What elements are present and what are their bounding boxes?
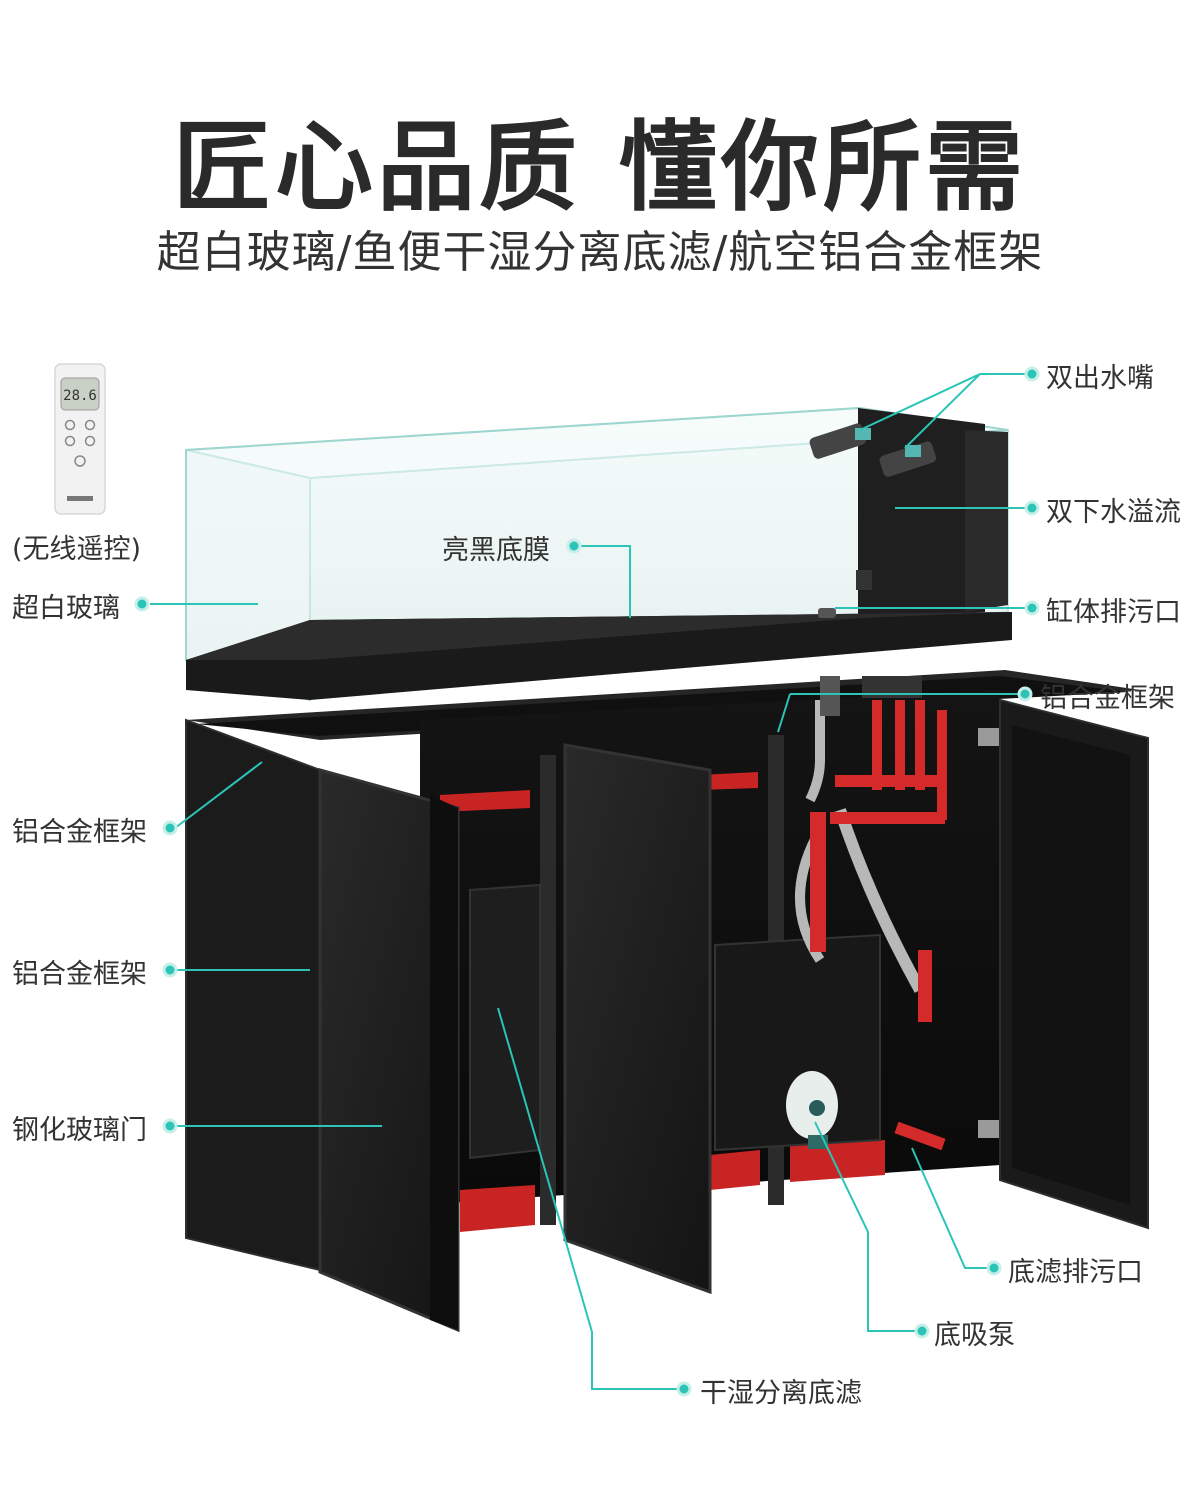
aquarium-tank: [185, 406, 1012, 702]
label-sump-filter: 干湿分离底滤: [700, 1378, 862, 1409]
label-tank-drain: 缸体排污口: [1046, 597, 1181, 628]
callout-dots: [134, 366, 1040, 1397]
page-title: 匠心品质 懂你所需: [172, 111, 1028, 225]
label-frame-left-2: 铝合金框架: [12, 959, 147, 990]
aquarium-cabinet: [185, 670, 1149, 1333]
page-subtitle: 超白玻璃/鱼便干湿分离底滤/航空铝合金框架: [156, 227, 1044, 278]
callout-lines: [150, 373, 1030, 1390]
remote-display: 28.6: [63, 388, 97, 404]
label-sump-drain: 底滤排污口: [1008, 1257, 1143, 1288]
remote-control: [54, 363, 106, 515]
label-dual-overflow: 双下水溢流: [1046, 497, 1181, 528]
label-tempered-glass-door: 钢化玻璃门: [12, 1115, 147, 1146]
remote-caption: (无线遥控): [12, 534, 142, 565]
label-frame-left-1: 铝合金框架: [12, 817, 147, 848]
label-ultra-clear-glass: 超白玻璃: [12, 593, 120, 624]
label-frame-top-right: 铝合金框架: [1040, 683, 1175, 714]
label-bottom-pump: 底吸泵: [934, 1320, 1015, 1351]
label-black-film: 亮黑底膜: [442, 535, 550, 566]
label-dual-outlet: 双出水嘴: [1046, 363, 1154, 394]
